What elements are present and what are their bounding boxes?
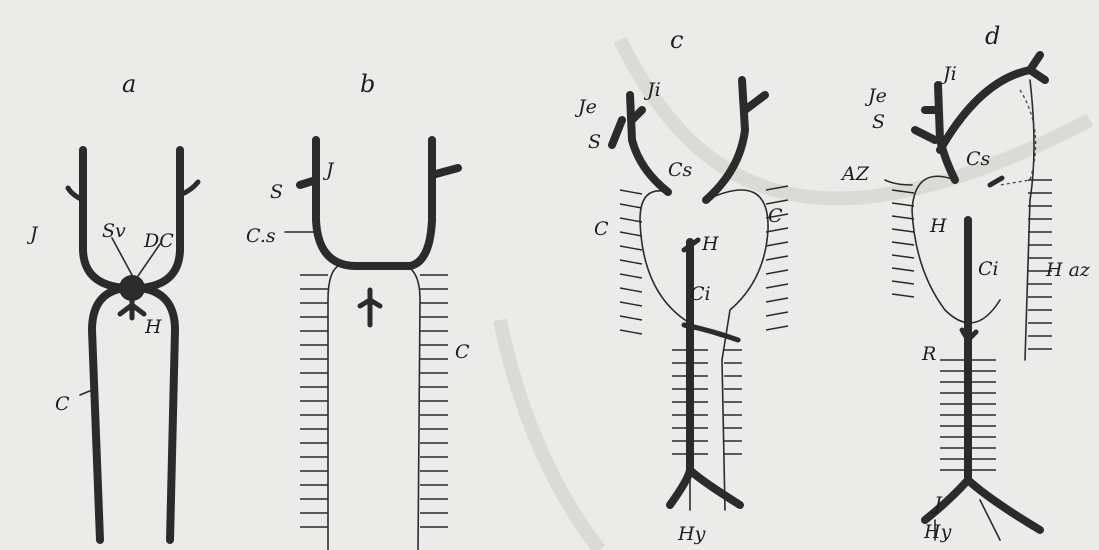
label-c-Je: Je (574, 96, 597, 118)
label-d-Ji: Ji (939, 63, 957, 85)
branch-tick (766, 270, 788, 274)
branch-tick (620, 316, 642, 320)
branch-tick (892, 229, 914, 232)
panel-d-label: d (985, 22, 1000, 50)
branch-tick (620, 218, 642, 222)
branch-tick (766, 298, 788, 302)
label-c-Ci: Ci (690, 283, 711, 305)
label-d-Ci: Ci (978, 258, 999, 280)
branch-tick (892, 216, 914, 219)
label-b-C: C (455, 341, 470, 363)
branch-tick (766, 228, 788, 232)
label-d-Cs: Cs (966, 148, 991, 170)
label-c-H: H (701, 233, 719, 255)
branch-tick (766, 242, 788, 246)
panel-a-diagram (68, 150, 198, 540)
label-a-C: C (55, 393, 70, 415)
panel-c-label: c (670, 26, 683, 54)
label-c-S: S (588, 131, 601, 153)
label-c-C-left: C (594, 218, 609, 240)
branch-tick (892, 281, 914, 284)
branch-tick (620, 260, 642, 264)
label-b-S: S (270, 181, 283, 203)
branch-tick (620, 330, 642, 334)
branch-tick (620, 190, 642, 194)
label-d-Haz: H az (1045, 259, 1091, 281)
label-a-J: J (26, 223, 39, 245)
branch-tick (620, 204, 642, 208)
branch-tick (892, 203, 914, 206)
label-d-H: H (929, 215, 947, 237)
label-d-Hy: Hy (923, 521, 952, 543)
branch-tick (620, 274, 642, 278)
label-c-Cs: Cs (668, 159, 693, 181)
panel-a-labels: J Sv DC H C (26, 220, 174, 415)
branch-tick (620, 232, 642, 236)
branch-tick (766, 284, 788, 288)
branch-tick (766, 256, 788, 260)
branch-tick (766, 200, 788, 204)
panel-d-diagram (885, 55, 1052, 540)
branch-tick (620, 246, 642, 250)
panel-c-labels: Je Ji S Cs C C H Ci Hy (574, 79, 783, 545)
label-d-AZ: AZ (840, 163, 870, 185)
branch-tick (892, 242, 914, 245)
label-a-Sv: Sv (102, 220, 126, 242)
branch-tick (766, 312, 788, 316)
branch-tick (892, 255, 914, 258)
panel-b-labels: S J C.s C (246, 159, 470, 363)
panel-b-diagram (285, 140, 458, 550)
label-c-C-right: C (768, 205, 783, 227)
label-a-H: H (144, 316, 162, 338)
label-d-Je: Je (864, 85, 887, 107)
label-d-R: R (921, 343, 936, 365)
panel-b-label: b (360, 70, 375, 98)
branch-tick (892, 294, 914, 297)
label-a-DC: DC (143, 230, 174, 252)
label-d-S: S (872, 111, 885, 133)
branch-tick (620, 288, 642, 292)
branch-tick (620, 302, 642, 306)
label-c-Hy: Hy (677, 523, 706, 545)
branch-tick (766, 326, 788, 330)
branch-tick (892, 268, 914, 271)
panel-a-label: a (122, 70, 136, 98)
label-b-J: J (322, 159, 335, 181)
label-b-Cs: C.s (246, 225, 276, 247)
